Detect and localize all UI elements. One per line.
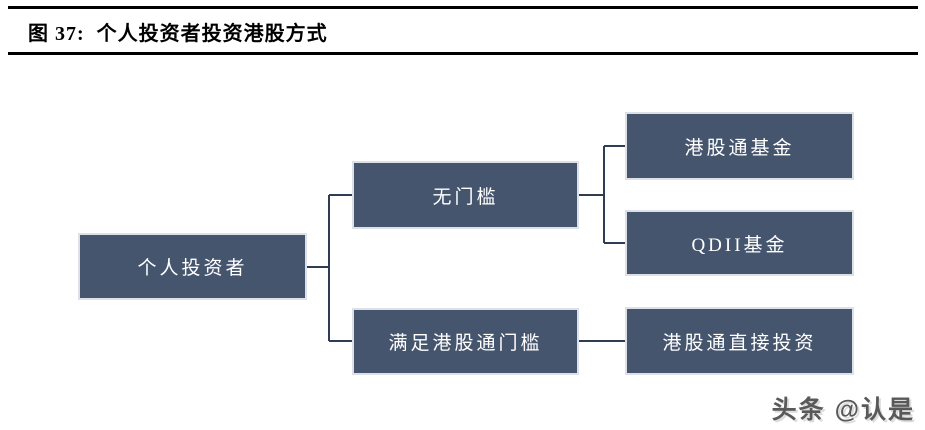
- connector-path: [307, 145, 625, 342]
- toutiao-watermark: 头条 @认是: [771, 396, 915, 424]
- title-bottom-rule: [8, 52, 918, 55]
- figure-title: 图 37: 个人投资者投资港股方式: [28, 23, 328, 45]
- node-individual-investor: 个人投资者: [78, 233, 307, 300]
- node-qdii-fund: QDII基金: [625, 210, 854, 276]
- node-no-threshold: 无门槛: [352, 161, 579, 229]
- node-hk-connect-direct-investment: 港股通直接投资: [625, 307, 854, 375]
- node-hk-connect-fund: 港股通基金: [625, 112, 854, 180]
- title-top-rule: [8, 6, 918, 9]
- node-meets-hk-connect-threshold: 满足港股通门槛: [352, 308, 579, 375]
